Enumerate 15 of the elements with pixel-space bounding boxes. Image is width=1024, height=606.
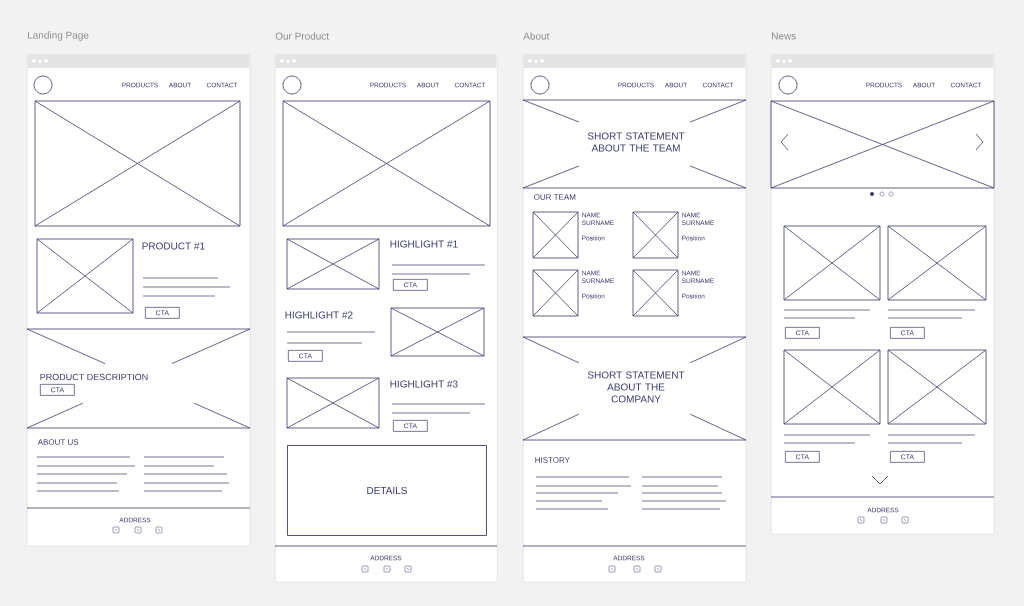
node-label: About: [523, 32, 550, 40]
heading: SHORT STATEMENT ABOUT THE TEAM: [587, 132, 685, 152]
details-box: DETAILS: [287, 445, 487, 536]
node-label: Our Product: [275, 32, 330, 40]
heading: PRODUCT DESCRIPTION: [40, 373, 148, 381]
node-label: News: [772, 32, 796, 40]
heading: HISTORY: [535, 457, 570, 463]
heading: OUR TEAM: [534, 194, 576, 200]
heading: PRODUCT #1: [142, 242, 205, 250]
heading: HIGHLIGHT #1: [390, 240, 458, 248]
heading: SHORT STATEMENT ABOUT THE COMPANY: [587, 371, 685, 403]
heading: HIGHLIGHT #3: [390, 380, 458, 388]
heading: HIGHLIGHT #2: [285, 311, 353, 319]
heading: ABOUT US: [37, 439, 79, 445]
node-label: Landing Page: [28, 31, 89, 41]
